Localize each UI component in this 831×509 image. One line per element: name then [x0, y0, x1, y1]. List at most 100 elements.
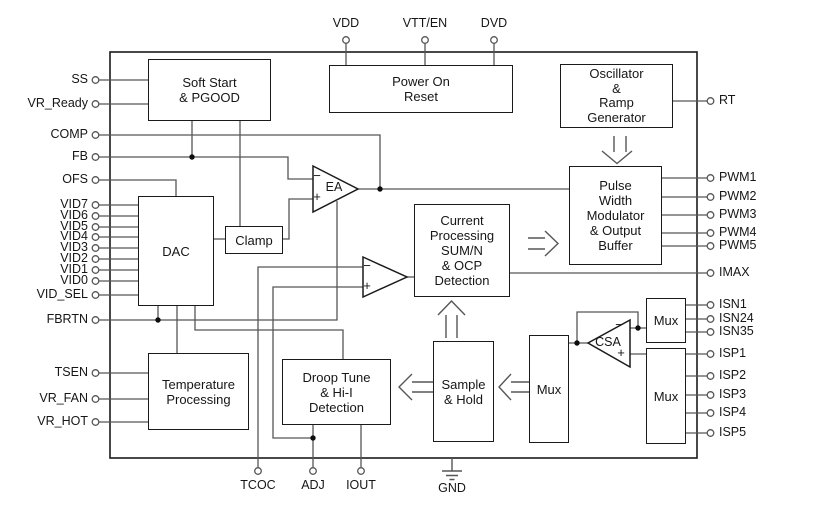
pin-label-vid0: VID0 — [60, 273, 88, 287]
pin-label-isn24: ISN24 — [719, 311, 754, 325]
pin-label-fbrtn: FBRTN — [46, 312, 88, 326]
pin-label-pwm4: PWM4 — [719, 225, 757, 239]
pin-label-isn35: ISN35 — [719, 324, 754, 338]
block-droop-tune: Droop Tune & Hi-I Detection — [282, 359, 391, 425]
wire-isn-pins — [685, 304, 707, 333]
pin-vid4 — [91, 233, 100, 241]
arrow-osc-to-pwm — [601, 136, 633, 165]
pin-label-gnd: GND — [438, 481, 466, 495]
wire-comp — [99, 134, 381, 188]
pin-vid2 — [91, 255, 100, 263]
pin-pwm5 — [706, 242, 715, 250]
ground-symbol — [442, 458, 462, 481]
pin-vidsel — [91, 291, 100, 299]
pin-label-tcoc: TCOC — [240, 478, 276, 492]
block-pwm-output-buffer: Pulse Width Modulator & Output Buffer — [569, 166, 662, 265]
arrow-mux-to-sample — [498, 373, 529, 401]
pin-label-vid5: VID5 — [60, 219, 88, 233]
block-mux-center: Mux — [529, 335, 569, 443]
pin-vid5 — [91, 223, 100, 231]
block-power-on-reset: Power On Reset — [329, 65, 513, 113]
wire-isp-pins — [685, 353, 707, 434]
pin-ss — [91, 76, 100, 84]
pin-vid6 — [91, 212, 100, 220]
pin-rt — [706, 97, 715, 105]
pin-pwm4 — [706, 229, 715, 237]
wire-vid-bus — [99, 204, 138, 296]
pin-fbrtn — [91, 316, 100, 324]
pin-isp1 — [706, 350, 715, 358]
pin-pwm1 — [706, 174, 715, 182]
block-soft-start-pgood: Soft Start & PGOOD — [148, 59, 271, 121]
pin-label-vtten: VTT/EN — [402, 16, 448, 30]
wires — [99, 43, 707, 467]
pin-label-isp1: ISP1 — [719, 346, 747, 360]
wire-dac-droop — [194, 305, 344, 359]
wire-pwm-outputs — [661, 177, 707, 247]
pin-label-vid4: VID4 — [60, 229, 88, 243]
pin-tcoc — [254, 467, 262, 475]
wire-tcoc — [257, 266, 363, 467]
pin-vrfan — [91, 395, 100, 403]
comparator-plus-sign: + — [363, 278, 371, 293]
wire-fb — [99, 121, 313, 180]
block-current-processing: Current Processing SUM/N & OCP Detection — [414, 204, 510, 297]
block-mux-isn: Mux — [646, 298, 686, 343]
junction-dots — [155, 154, 641, 441]
amplifier-triangles — [312, 164, 631, 369]
pin-label-vid2: VID2 — [60, 251, 88, 265]
junction-dot — [377, 186, 383, 192]
pin-tsen — [91, 369, 100, 377]
pin-isp5 — [706, 429, 715, 437]
arrow-current-to-pwm — [528, 230, 560, 257]
pin-comp — [91, 131, 100, 139]
pin-label-isp3: ISP3 — [719, 387, 747, 401]
block-mux-isp: Mux — [646, 348, 686, 444]
pin-label-isp2: ISP2 — [719, 368, 747, 382]
junction-dot — [189, 154, 195, 160]
pin-label-ofs: OFS — [62, 172, 88, 186]
pin-label-imax: IMAX — [719, 265, 750, 279]
comparator-triangle — [362, 255, 409, 299]
pin-label-isp5: ISP5 — [719, 425, 747, 439]
block-oscillator-ramp: Oscillator & Ramp Generator — [560, 64, 673, 128]
pin-vid0 — [91, 277, 100, 285]
pin-label-vrfan: VR_FAN — [39, 391, 88, 405]
ea-minus-sign: − — [313, 168, 321, 183]
pin-label-adj: ADJ — [301, 478, 325, 492]
pin-vtten — [421, 36, 429, 44]
pin-pwm2 — [706, 193, 715, 201]
pin-fb — [91, 153, 100, 161]
pin-label-isp4: ISP4 — [719, 405, 747, 419]
pin-label-pwm3: PWM3 — [719, 207, 757, 221]
pin-label-vidsel: VID_SEL — [36, 287, 88, 301]
pin-imax — [706, 269, 715, 277]
junction-dot — [310, 435, 316, 441]
pin-label-vid1: VID1 — [60, 262, 88, 276]
chip-outline — [109, 51, 698, 459]
wire-ss-vrready — [99, 79, 148, 105]
arrow-sample-to-droop — [398, 373, 433, 401]
wire-top-pins — [345, 43, 495, 65]
flow-arrows — [398, 136, 633, 401]
pin-label-isn1: ISN1 — [719, 297, 747, 311]
wire-fbrtn — [99, 201, 338, 321]
arrow-sample-to-current — [437, 299, 466, 338]
pin-isn24 — [706, 315, 715, 323]
ground-bars — [442, 470, 462, 481]
wire-ofs — [99, 179, 177, 196]
pin-vid1 — [91, 266, 100, 274]
pin-pwm3 — [706, 211, 715, 219]
pin-label-rt: RT — [719, 93, 736, 107]
pin-label-vid7: VID7 — [60, 197, 88, 211]
block-sample-hold: Sample & Hold — [433, 341, 494, 442]
pin-label-vid6: VID6 — [60, 208, 88, 222]
csa-amplifier-triangle — [586, 318, 631, 369]
comparator-minus-sign: − — [363, 258, 371, 273]
pin-label-pwm5: PWM5 — [719, 238, 757, 252]
pin-label-pwm2: PWM2 — [719, 189, 757, 203]
pin-vrhot — [91, 418, 100, 426]
pin-label-vrready: VR_Ready — [27, 96, 88, 110]
pin-vid7 — [91, 201, 100, 209]
pin-vdd — [342, 36, 350, 44]
